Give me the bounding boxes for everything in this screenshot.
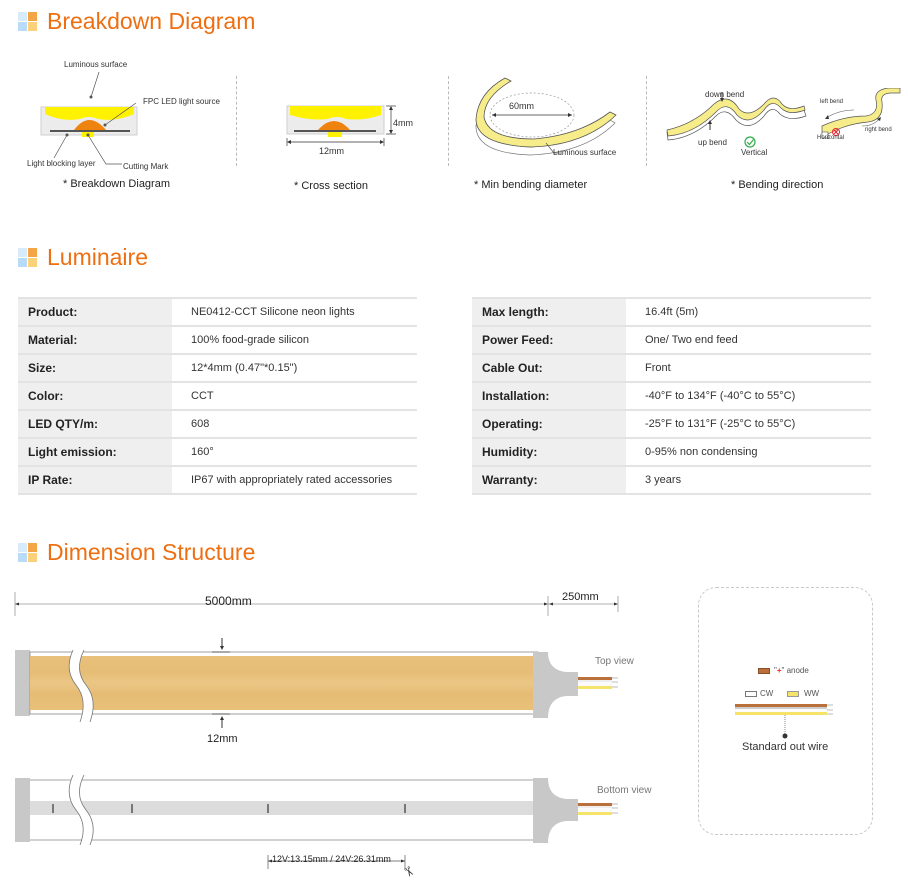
spec-value: One/ Two end feed [626, 325, 871, 354]
spec-key: Humidity: [472, 437, 626, 466]
section-title-text: Breakdown Diagram [47, 8, 256, 34]
label-length-5000mm: 5000mm [205, 594, 252, 608]
section-title-luminaire: Luminaire [18, 244, 148, 271]
caption-min-bending: * Min bending diameter [474, 179, 588, 191]
spec-row: Power Feed:One/ Two end feed [472, 325, 871, 354]
label-height-4mm: 4mm [393, 118, 413, 128]
section-icon [18, 542, 38, 563]
label-luminous-surface: Luminous surface [64, 60, 128, 69]
wire-legend-box: "+" anode CW WW Standard out wire [698, 587, 873, 835]
spec-key: Installation: [472, 381, 626, 410]
top-view-strip [15, 638, 618, 728]
spec-value: IP67 with appropriately rated accessorie… [172, 465, 417, 495]
spec-row: Light emission:160° [18, 437, 417, 466]
spec-value: 160° [172, 437, 417, 466]
label-down-bend: down bend [705, 90, 745, 99]
label-top-view: Top view [595, 656, 634, 667]
spec-key: LED QTY/m: [18, 409, 172, 438]
label-up-bend: up bend [698, 138, 727, 147]
breakdown-diagram-graphic [40, 71, 138, 165]
spec-table-right: Max length:16.4ft (5m)Power Feed:One/ Tw… [472, 297, 871, 495]
bottom-view-strip [15, 775, 618, 869]
label-60mm: 60mm [509, 101, 535, 111]
standard-wire-graphic [735, 704, 833, 739]
label-luminous-surface: Luminous surface [553, 148, 617, 157]
spec-key: Operating: [472, 409, 626, 438]
spec-value: CCT [172, 381, 417, 410]
divider [646, 76, 647, 166]
cw-swatch [745, 690, 757, 697]
spec-value: 100% food-grade silicon [172, 325, 417, 354]
spec-key: Material: [18, 325, 172, 354]
anode-legend: "+" anode [758, 666, 809, 675]
spec-value: -40°F to 134°F (-40°C to 55°C) [626, 381, 871, 410]
spec-key: Warranty: [472, 465, 626, 495]
label-standard-out-wire: Standard out wire [742, 741, 829, 753]
spec-row: Color:CCT [18, 381, 417, 410]
spec-row: Size:12*4mm (0.47"*0.15") [18, 353, 417, 382]
caption-breakdown: * Breakdown Diagram [63, 178, 170, 190]
spec-row: Product:NE0412-CCT Silicone neon lights [18, 297, 417, 326]
spec-row: IP Rate:IP67 with appropriately rated ac… [18, 465, 417, 495]
label-right-bend: right bend [865, 127, 892, 133]
section-title-text: Dimension Structure [47, 539, 256, 565]
label-light-blocking-layer: Light blocking layer [27, 159, 96, 168]
spec-row: Operating:-25°F to 131°F (-25°C to 55°C) [472, 409, 871, 438]
section-icon [18, 247, 38, 268]
spec-value: 0-95% non condensing [626, 437, 871, 466]
label-vertical: Vertical [741, 148, 768, 157]
spec-key: Power Feed: [472, 325, 626, 354]
spec-value: 12*4mm (0.47"*0.15") [172, 353, 417, 382]
bending-direction-graphic [666, 88, 901, 148]
spec-value: 16.4ft (5m) [626, 297, 871, 326]
anode-plus-sign: + [776, 666, 782, 675]
spec-key: IP Rate: [18, 465, 172, 495]
spec-row: Cable Out:Front [472, 353, 871, 382]
label-horizontal: Horizontal [817, 135, 845, 141]
spec-key: Product: [18, 297, 172, 326]
spec-value: 3 years [626, 465, 871, 495]
bending-diameter-graphic [475, 77, 617, 156]
spec-key: Size: [18, 353, 172, 382]
divider [236, 76, 237, 166]
section-title-breakdown: Breakdown Diagram [18, 8, 255, 35]
spec-row: Material:100% food-grade silicon [18, 325, 417, 354]
label-fpc-led: FPC LED light source [143, 97, 220, 106]
section-icon [18, 11, 38, 32]
spec-value: Front [626, 353, 871, 382]
spec-value: 608 [172, 409, 417, 438]
section-title-text: Luminaire [47, 244, 148, 270]
ww-legend: WW [787, 689, 819, 698]
label-width-12mm: 12mm [319, 146, 345, 156]
spec-row: Humidity:0-95% non condensing [472, 437, 871, 466]
label-cut-unit: 12V:13.15mm / 24V:26.31mm [272, 854, 391, 864]
divider [448, 76, 449, 166]
length-dimension-lines [14, 592, 619, 616]
spec-row: Max length:16.4ft (5m) [472, 297, 871, 326]
ww-swatch [787, 690, 799, 697]
spec-key: Cable Out: [472, 353, 626, 382]
spec-key: Color: [18, 381, 172, 410]
label-width-12mm: 12mm [207, 733, 238, 745]
anode-swatch [758, 667, 770, 674]
spec-value: -25°F to 131°F (-25°C to 55°C) [626, 409, 871, 438]
caption-bending-direction: * Bending direction [731, 179, 824, 191]
section-title-dimension: Dimension Structure [18, 539, 255, 566]
spec-row: Warranty:3 years [472, 465, 871, 495]
spec-key: Light emission: [18, 437, 172, 466]
cross-section-graphic [286, 105, 396, 146]
label-cutting-mark: Cutting Mark [123, 162, 169, 171]
label-cable-250mm: 250mm [562, 591, 599, 603]
spec-row: Installation:-40°F to 134°F (-40°C to 55… [472, 381, 871, 410]
label-left-bend: left bend [820, 99, 844, 105]
spec-key: Max length: [472, 297, 626, 326]
caption-cross-section: * Cross section [294, 180, 368, 192]
spec-value: NE0412-CCT Silicone neon lights [172, 297, 417, 326]
cw-legend: CW [745, 689, 773, 698]
spec-row: LED QTY/m:608 [18, 409, 417, 438]
label-bottom-view: Bottom view [597, 785, 652, 796]
